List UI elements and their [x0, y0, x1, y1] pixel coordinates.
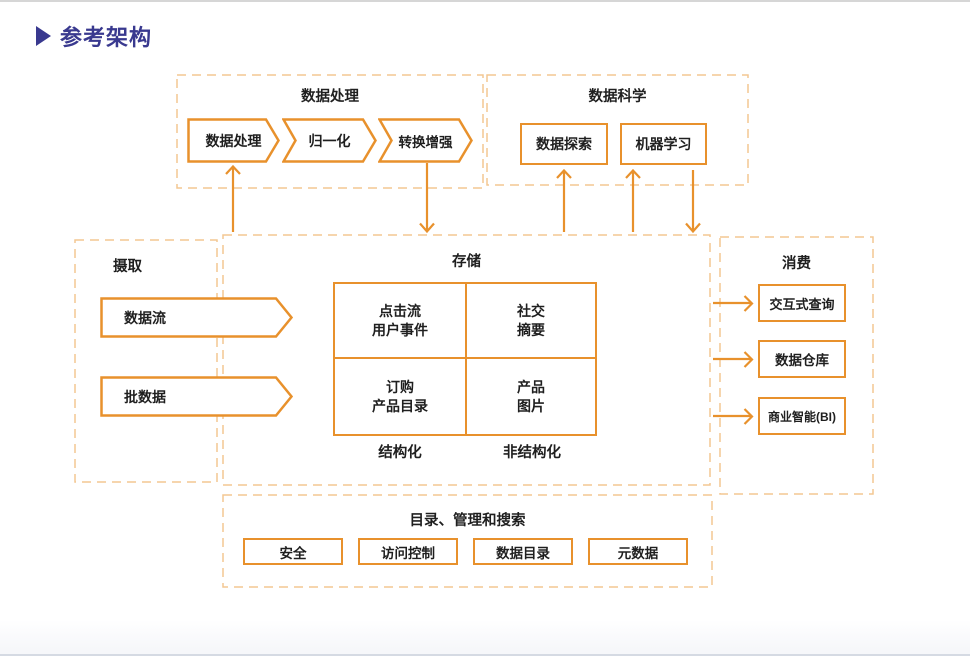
- arrow-up-storage-to-exploration: [556, 168, 572, 232]
- pointed-banner-shape: [100, 297, 293, 338]
- storage-cell-social: 社交 摘要: [467, 284, 595, 359]
- ingest-group-title: 摄取: [113, 259, 142, 275]
- step-data-processing: 数据处理: [187, 118, 280, 163]
- storage-group-border: [222, 234, 711, 486]
- title-pointer-icon: [36, 26, 51, 46]
- pointed-banner-shape: [100, 376, 293, 417]
- box-access-control: 访问控制: [358, 538, 458, 565]
- processing-group-border: [176, 74, 484, 189]
- catalog-group-title: 目录、管理和搜索: [409, 513, 526, 529]
- ingest-group-border: [74, 239, 218, 483]
- arrow-right-storage-to-bi: [713, 408, 754, 425]
- consume-group: 消费 交互式查询 数据仓库 商业智能(BI): [720, 237, 873, 494]
- processing-group-title: 数据处理: [301, 89, 359, 105]
- storage-footer-structured: 结构化: [378, 445, 422, 461]
- box-security: 安全: [243, 538, 343, 565]
- box-business-intelligence: 商业智能(BI): [758, 397, 846, 435]
- catalog-group-border: [222, 494, 713, 588]
- storage-group: 存储 点击流 用户事件 社交 摘要 订购 产品目录 产品 图片 结构化 非结构化: [223, 235, 710, 485]
- box-data-catalog: 数据目录: [473, 538, 573, 565]
- storage-grid: 点击流 用户事件 社交 摘要 订购 产品目录 产品 图片: [333, 282, 597, 436]
- arrow-right-storage-to-warehouse: [713, 351, 754, 368]
- box-metadata: 元数据: [588, 538, 688, 565]
- banner-data-stream: 数据流: [100, 297, 293, 338]
- arrow-up-storage-to-processing: [225, 164, 241, 232]
- step-label: 转换增强: [398, 134, 453, 150]
- banner-label: 批数据: [124, 388, 166, 405]
- arrow-down-ml-to-storage: [685, 170, 701, 234]
- page-title-text: 参考架构: [60, 25, 153, 50]
- box-data-exploration: 数据探索: [520, 123, 608, 165]
- step-transform-enrich: 转换增强: [378, 118, 473, 163]
- storage-cell-orders: 订购 产品目录: [335, 359, 467, 434]
- storage-cell-clickstream: 点击流 用户事件: [335, 284, 467, 359]
- chevron-shape: [378, 118, 473, 163]
- chevron-shape: [282, 118, 377, 163]
- storage-group-title: 存储: [452, 254, 481, 270]
- science-group: 数据科学 数据探索 机器学习: [487, 75, 748, 185]
- arrow-up-storage-to-ml: [625, 168, 641, 232]
- storage-footer-unstructured: 非结构化: [503, 445, 561, 461]
- bottom-page-edge: [0, 620, 970, 656]
- catalog-group: 目录、管理和搜索 安全 访问控制 数据目录 元数据: [223, 495, 712, 587]
- box-data-warehouse: 数据仓库: [758, 340, 846, 378]
- ingest-group: 摄取: [75, 240, 217, 482]
- step-label: 数据处理: [205, 132, 262, 149]
- box-machine-learning: 机器学习: [620, 123, 707, 165]
- banner-batch-data: 批数据: [100, 376, 293, 417]
- storage-cell-product-images: 产品 图片: [517, 378, 545, 414]
- chevron-shape: [187, 118, 280, 163]
- step-label: 归一化: [308, 132, 351, 149]
- processing-group: 数据处理: [177, 75, 483, 188]
- top-divider: [0, 0, 970, 2]
- banner-label: 数据流: [124, 309, 166, 326]
- page-title: 参考架构: [36, 20, 152, 52]
- arrow-right-storage-to-interactive-query: [713, 295, 754, 312]
- consume-group-border: [719, 236, 874, 495]
- box-interactive-query: 交互式查询: [758, 284, 846, 322]
- step-normalization: 归一化: [282, 118, 377, 163]
- consume-group-title: 消费: [782, 256, 811, 272]
- science-group-border: [486, 74, 749, 186]
- science-group-title: 数据科学: [588, 89, 647, 105]
- arrow-down-transform-to-storage: [419, 163, 435, 234]
